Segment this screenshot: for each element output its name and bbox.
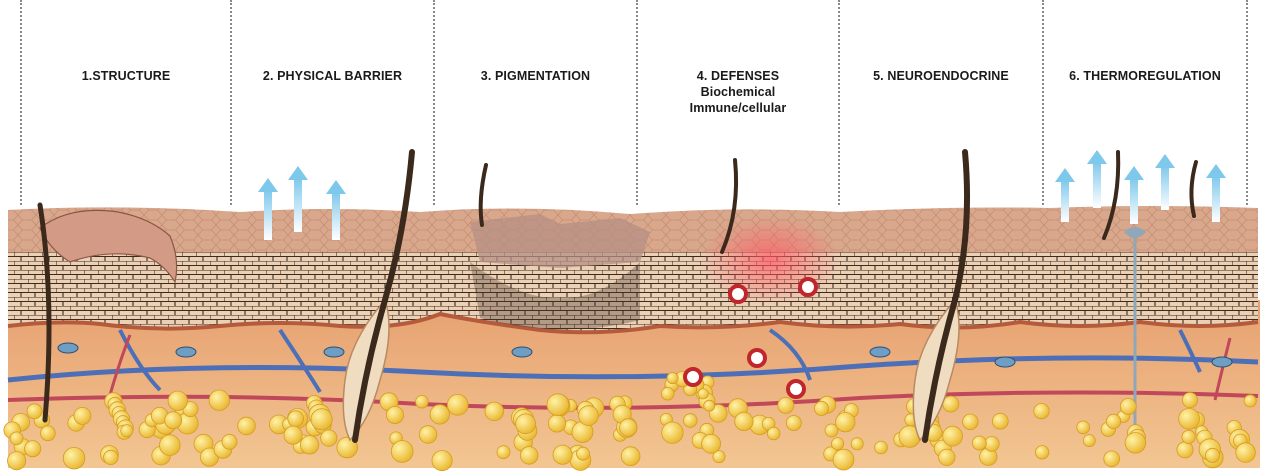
- fat-cell: [430, 405, 449, 424]
- fat-cell: [662, 422, 683, 443]
- fat-cell: [851, 438, 863, 450]
- langerhans-cell: [1212, 357, 1232, 367]
- fat-cell: [972, 436, 986, 450]
- pathogen-cell: [749, 350, 765, 366]
- fat-cell: [10, 432, 23, 445]
- fat-cell: [432, 451, 452, 471]
- fat-cell: [419, 426, 437, 444]
- fat-cell: [553, 445, 572, 464]
- fat-cell: [516, 414, 536, 434]
- fat-cell: [832, 438, 844, 450]
- langerhans-cell: [995, 357, 1015, 367]
- langerhans-cell: [870, 347, 890, 357]
- fat-cell: [963, 414, 979, 430]
- fat-cell: [661, 387, 674, 400]
- fat-cell: [577, 447, 590, 460]
- fat-cell: [833, 449, 854, 470]
- fat-cell: [1236, 443, 1256, 463]
- fat-cell: [311, 409, 332, 430]
- fat-cell: [1182, 430, 1195, 443]
- fat-cell: [548, 415, 565, 432]
- fat-cell: [121, 425, 133, 437]
- fat-cell: [1034, 403, 1049, 418]
- langerhans-cell: [58, 343, 78, 353]
- fat-cell: [321, 430, 337, 446]
- fat-cell: [416, 395, 429, 408]
- fat-cell: [1083, 435, 1095, 447]
- fat-cell: [165, 412, 182, 429]
- fat-cell: [74, 407, 91, 424]
- langerhans-cell: [176, 347, 196, 357]
- fat-cell: [1244, 395, 1256, 407]
- fat-cell: [104, 450, 118, 464]
- fat-cell: [704, 400, 715, 411]
- fat-cell: [209, 390, 229, 410]
- inflammation-glow: [700, 215, 840, 305]
- fat-cell: [1125, 433, 1146, 454]
- pathogen-cell: [788, 381, 804, 397]
- fat-cell: [25, 441, 41, 457]
- pathogen-cell: [685, 369, 701, 385]
- fat-cell: [1179, 408, 1200, 429]
- fat-cell: [497, 446, 510, 459]
- fat-cell: [939, 449, 955, 465]
- langerhans-cell: [324, 347, 344, 357]
- fat-cell: [1120, 399, 1136, 415]
- fat-cell: [620, 419, 637, 436]
- fat-cell: [836, 413, 855, 432]
- fat-cell: [288, 411, 304, 427]
- fat-cell: [447, 394, 468, 415]
- fat-cell: [667, 373, 678, 384]
- fat-cell: [698, 389, 708, 399]
- fat-cell: [41, 426, 56, 441]
- up-arrow-icon: [1155, 154, 1175, 210]
- fat-cell: [238, 417, 256, 435]
- fat-cell: [1104, 451, 1120, 467]
- fat-cell: [168, 391, 187, 410]
- fat-cell: [1106, 414, 1120, 428]
- fat-cell: [579, 406, 599, 426]
- fat-cell: [943, 426, 963, 446]
- fat-cell: [547, 394, 569, 416]
- water-loss-arrows: [258, 166, 346, 240]
- fat-cell: [386, 406, 403, 423]
- fat-cell: [1035, 446, 1048, 459]
- pathogen-cell: [800, 279, 816, 295]
- fat-cell: [284, 426, 302, 444]
- fat-cell: [702, 434, 721, 453]
- fat-cell: [520, 447, 538, 465]
- fat-cell: [1205, 448, 1219, 462]
- pathogen-cell: [730, 286, 746, 302]
- fat-cell: [485, 402, 504, 421]
- langerhans-cell: [512, 347, 532, 357]
- fat-cell: [1182, 393, 1197, 408]
- fat-cell: [300, 436, 318, 454]
- fat-cell: [814, 401, 828, 415]
- fat-cell: [391, 441, 413, 463]
- up-arrow-icon: [1087, 150, 1107, 208]
- fat-cell: [778, 397, 794, 413]
- fat-cell: [875, 441, 888, 454]
- fat-cell: [1077, 421, 1090, 434]
- fat-cell: [160, 435, 181, 456]
- fat-cell: [786, 416, 801, 431]
- fat-cell: [8, 452, 26, 470]
- fat-cell: [27, 404, 42, 419]
- fat-cell: [684, 414, 698, 428]
- fat-cell: [992, 413, 1008, 429]
- fat-cell: [735, 412, 753, 430]
- fat-cell: [767, 427, 780, 440]
- fat-cell: [222, 434, 237, 449]
- fat-cell: [63, 447, 85, 469]
- fat-cell: [1177, 442, 1193, 458]
- fat-cell: [621, 447, 640, 466]
